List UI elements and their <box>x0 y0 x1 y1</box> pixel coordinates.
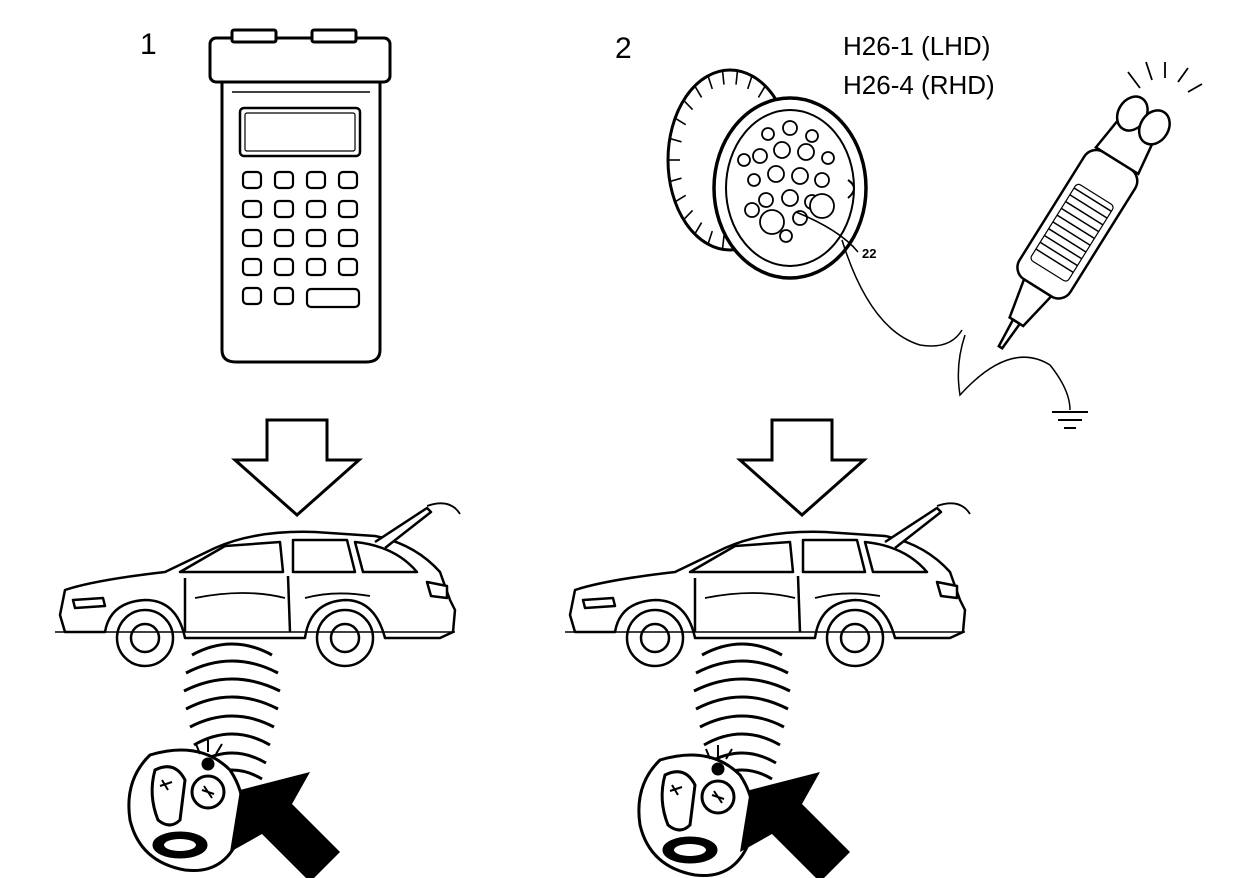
keypad-key <box>337 199 359 219</box>
connector-label-lhd: H26-1 (LHD) <box>843 31 990 61</box>
keypad-key <box>337 170 359 190</box>
lamp-thread <box>1052 221 1091 246</box>
connector-pin <box>761 127 775 141</box>
car-icon <box>53 502 462 668</box>
panel-1: 1 <box>53 28 462 878</box>
pin-leader-line <box>795 211 859 253</box>
connector-label-rhd: H26-4 (RHD) <box>843 70 995 100</box>
scan-tool-icon <box>208 28 392 364</box>
down-arrow-icon <box>233 418 361 517</box>
connector-rib <box>721 235 725 250</box>
down-arrow-icon <box>738 418 866 517</box>
keypad-key <box>305 257 327 277</box>
connector-rib <box>721 70 725 85</box>
connector-pin <box>758 192 774 208</box>
connector-pin <box>737 153 751 167</box>
press-arrow-icon <box>230 772 340 878</box>
car-icon <box>563 502 972 668</box>
connector-pin <box>759 209 785 235</box>
connector-pin <box>791 167 809 185</box>
lamp-thread <box>1048 228 1087 253</box>
connector-rib <box>669 177 682 183</box>
panel-2: 2 H26-1 (LHD) H26-4 (RHD) 22 <box>563 31 1203 878</box>
connector-pin <box>779 229 793 243</box>
lamp-thread <box>1056 214 1095 240</box>
keypad-key <box>305 199 327 219</box>
pin-number-label: 22 <box>862 246 876 261</box>
connector-pin <box>814 172 830 188</box>
lamp-thread <box>1039 241 1078 267</box>
keypad-key <box>241 170 263 190</box>
ground-wire <box>957 334 1071 411</box>
connector-rib <box>757 85 766 98</box>
panel-number-2: 2 <box>615 32 632 65</box>
connector-pin <box>782 120 798 136</box>
keypad-key <box>273 170 295 190</box>
keypad-key <box>305 228 327 248</box>
connector-rib <box>694 85 703 98</box>
keypad-key <box>241 286 263 306</box>
keypad-key <box>273 257 295 277</box>
keypad-key <box>273 228 295 248</box>
lamp-thread <box>1073 187 1112 212</box>
connector-pin <box>797 143 815 161</box>
test-lamp-icon <box>997 61 1203 350</box>
panel-number-1: 1 <box>140 28 157 61</box>
lamp-thread <box>1035 248 1074 274</box>
press-arrow-icon <box>740 772 850 878</box>
connector-pin <box>752 148 768 164</box>
keypad-key <box>241 228 263 248</box>
connector-rib <box>674 117 687 126</box>
lamp-thread <box>1065 200 1104 226</box>
connector-pin <box>744 202 760 218</box>
keypad-key <box>273 286 295 306</box>
remote-key-icon <box>637 743 755 878</box>
connector-pin <box>747 173 761 187</box>
remote-key-icon <box>127 738 245 873</box>
keypad-key <box>241 257 263 277</box>
keypad-key <box>273 199 295 219</box>
connector-rib <box>735 70 739 85</box>
test-wire <box>841 239 963 347</box>
connector-rib <box>674 194 687 203</box>
connector-pin <box>781 189 799 207</box>
connector-pin <box>805 129 819 143</box>
keypad-key <box>241 199 263 219</box>
lamp-thread <box>1060 207 1100 233</box>
connector-rib <box>694 222 703 235</box>
connector-rib <box>683 99 694 111</box>
connector-pin <box>809 193 835 219</box>
keypad-key <box>337 257 359 277</box>
connector-pin <box>773 141 791 159</box>
connector-rib <box>707 75 714 90</box>
keypad-key <box>305 170 327 190</box>
connector-rib <box>683 209 694 221</box>
lamp-thread <box>1069 194 1108 219</box>
connector-pin <box>821 151 835 165</box>
connector-rib <box>746 75 753 90</box>
diagnostic-connector-icon <box>666 68 868 280</box>
connector-rib <box>707 230 714 245</box>
connector-pin <box>767 165 785 183</box>
connector-rib <box>669 137 682 143</box>
lamp-thread <box>1043 234 1083 260</box>
keypad-key <box>337 228 359 248</box>
ground-icon <box>1052 411 1088 429</box>
